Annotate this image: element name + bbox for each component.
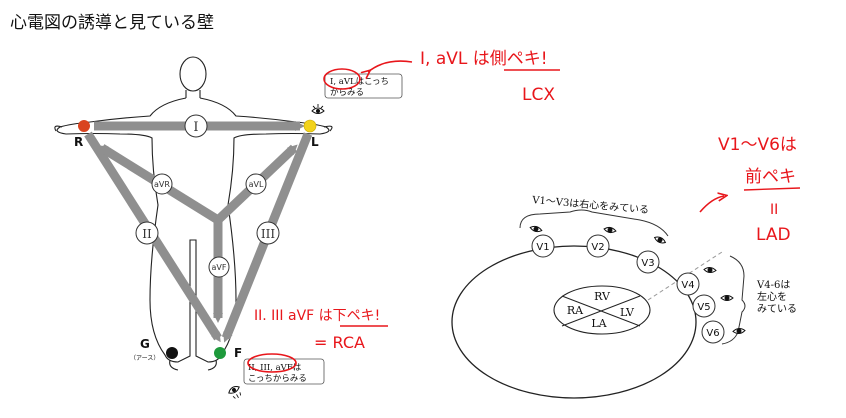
lead-aVF-badge (208, 256, 230, 278)
eye-icon (653, 236, 667, 244)
inferior-annotation: II. III aVF は下ペキ! = RCA (247, 308, 388, 373)
lead-V3-badge (636, 250, 660, 274)
chest-diagram: RV RA LV LA V1〜V3は右心をみている V4-6は 左心を みている (451, 193, 797, 399)
ground-note: （アース） (130, 355, 159, 362)
inferior-note: II. III aVF は下ペキ! (254, 308, 380, 324)
arrow-to-anterior-note (699, 196, 724, 213)
lead-II-badge (135, 221, 159, 245)
eye-icon (720, 295, 734, 301)
eye-icon (311, 104, 325, 114)
lead-III-badge (256, 221, 280, 245)
eye-icon (228, 386, 242, 399)
lead-V6-badge (701, 320, 725, 344)
lead-V1-badge (531, 234, 555, 258)
chamber-RA: RA (567, 304, 584, 317)
v4-v6-caption-line1: V4-6は (756, 279, 790, 291)
lead-aVL-label: aVL (249, 180, 264, 189)
lead-V2-label: V2 (591, 242, 604, 253)
eye-icon (703, 267, 717, 273)
electrode-L (303, 119, 317, 133)
lead-V5-label: V5 (697, 302, 710, 313)
circle-highlight-inferior (247, 353, 297, 373)
lateral-artery: LCX (522, 85, 555, 105)
chest-outline (451, 245, 697, 399)
chamber-RV: RV (594, 290, 611, 303)
eye-icon (732, 328, 746, 334)
anterior-annotation: V1〜V6は 前ペキ II LAD (699, 135, 801, 245)
lead-aVF-label: aVF (212, 263, 227, 272)
lead-I-badge (184, 114, 208, 138)
arrow-to-lateral-note (368, 60, 413, 72)
callout-lateral: I, aVLはこっち からみる (324, 73, 403, 99)
lead-aVR-label: aVR (154, 180, 170, 189)
lead-V4-badge (676, 272, 700, 296)
electrode-L-label: L (311, 135, 319, 149)
callout-inferior-line2: こっちからみる (248, 374, 307, 384)
lead-V6-label: V6 (706, 328, 719, 339)
lateral-note: I, aVL は側ペキ! (420, 49, 548, 69)
lead-V4-label: V4 (681, 280, 694, 291)
electrode-R-label: R (74, 135, 83, 149)
lead-V1-label: V1 (536, 242, 549, 253)
electrode-G (166, 347, 178, 359)
v4-v6-caption-line3: みている (757, 303, 797, 315)
heart-outline (553, 285, 651, 335)
electrode-F-label: F (234, 346, 242, 360)
circle-highlight-lateral (323, 68, 361, 90)
electrode-G-label: G (140, 337, 150, 351)
electrode-R (78, 120, 90, 132)
chamber-LV: LV (620, 306, 635, 319)
lead-V3-label: V3 (641, 258, 654, 269)
eye-icon (529, 225, 543, 233)
lead-V5-badge (692, 294, 716, 318)
anterior-equals: II (770, 202, 778, 218)
callout-lateral-line2: からみる (330, 88, 364, 98)
anterior-note: V1〜V6は (718, 135, 797, 155)
lead-aVR-badge (151, 173, 173, 195)
lead-V2-badge (586, 234, 610, 258)
lead-I-label: I (193, 120, 198, 135)
body-outline (54, 56, 333, 371)
anterior-wall: 前ペキ (745, 167, 796, 187)
lead-II-label: II (142, 227, 152, 241)
electrode-F (214, 347, 226, 359)
eye-icon (603, 226, 617, 234)
lead-III-label: III (261, 227, 275, 241)
page-title: 心電図の誘導と見ている壁 (10, 13, 214, 33)
lateral-annotation: I, aVL は側ペキ! LCX (323, 49, 560, 105)
lead-aVL-badge (245, 173, 267, 195)
v4-v6-caption-line2: 左心を (757, 290, 787, 303)
inferior-artery: = RCA (314, 333, 365, 352)
v1-v3-caption: V1〜V3は右心をみている (531, 193, 650, 216)
chamber-LA: LA (591, 317, 607, 330)
anterior-artery: LAD (756, 225, 791, 245)
callout-inferior-line1: II, III, aVFは (248, 363, 302, 373)
